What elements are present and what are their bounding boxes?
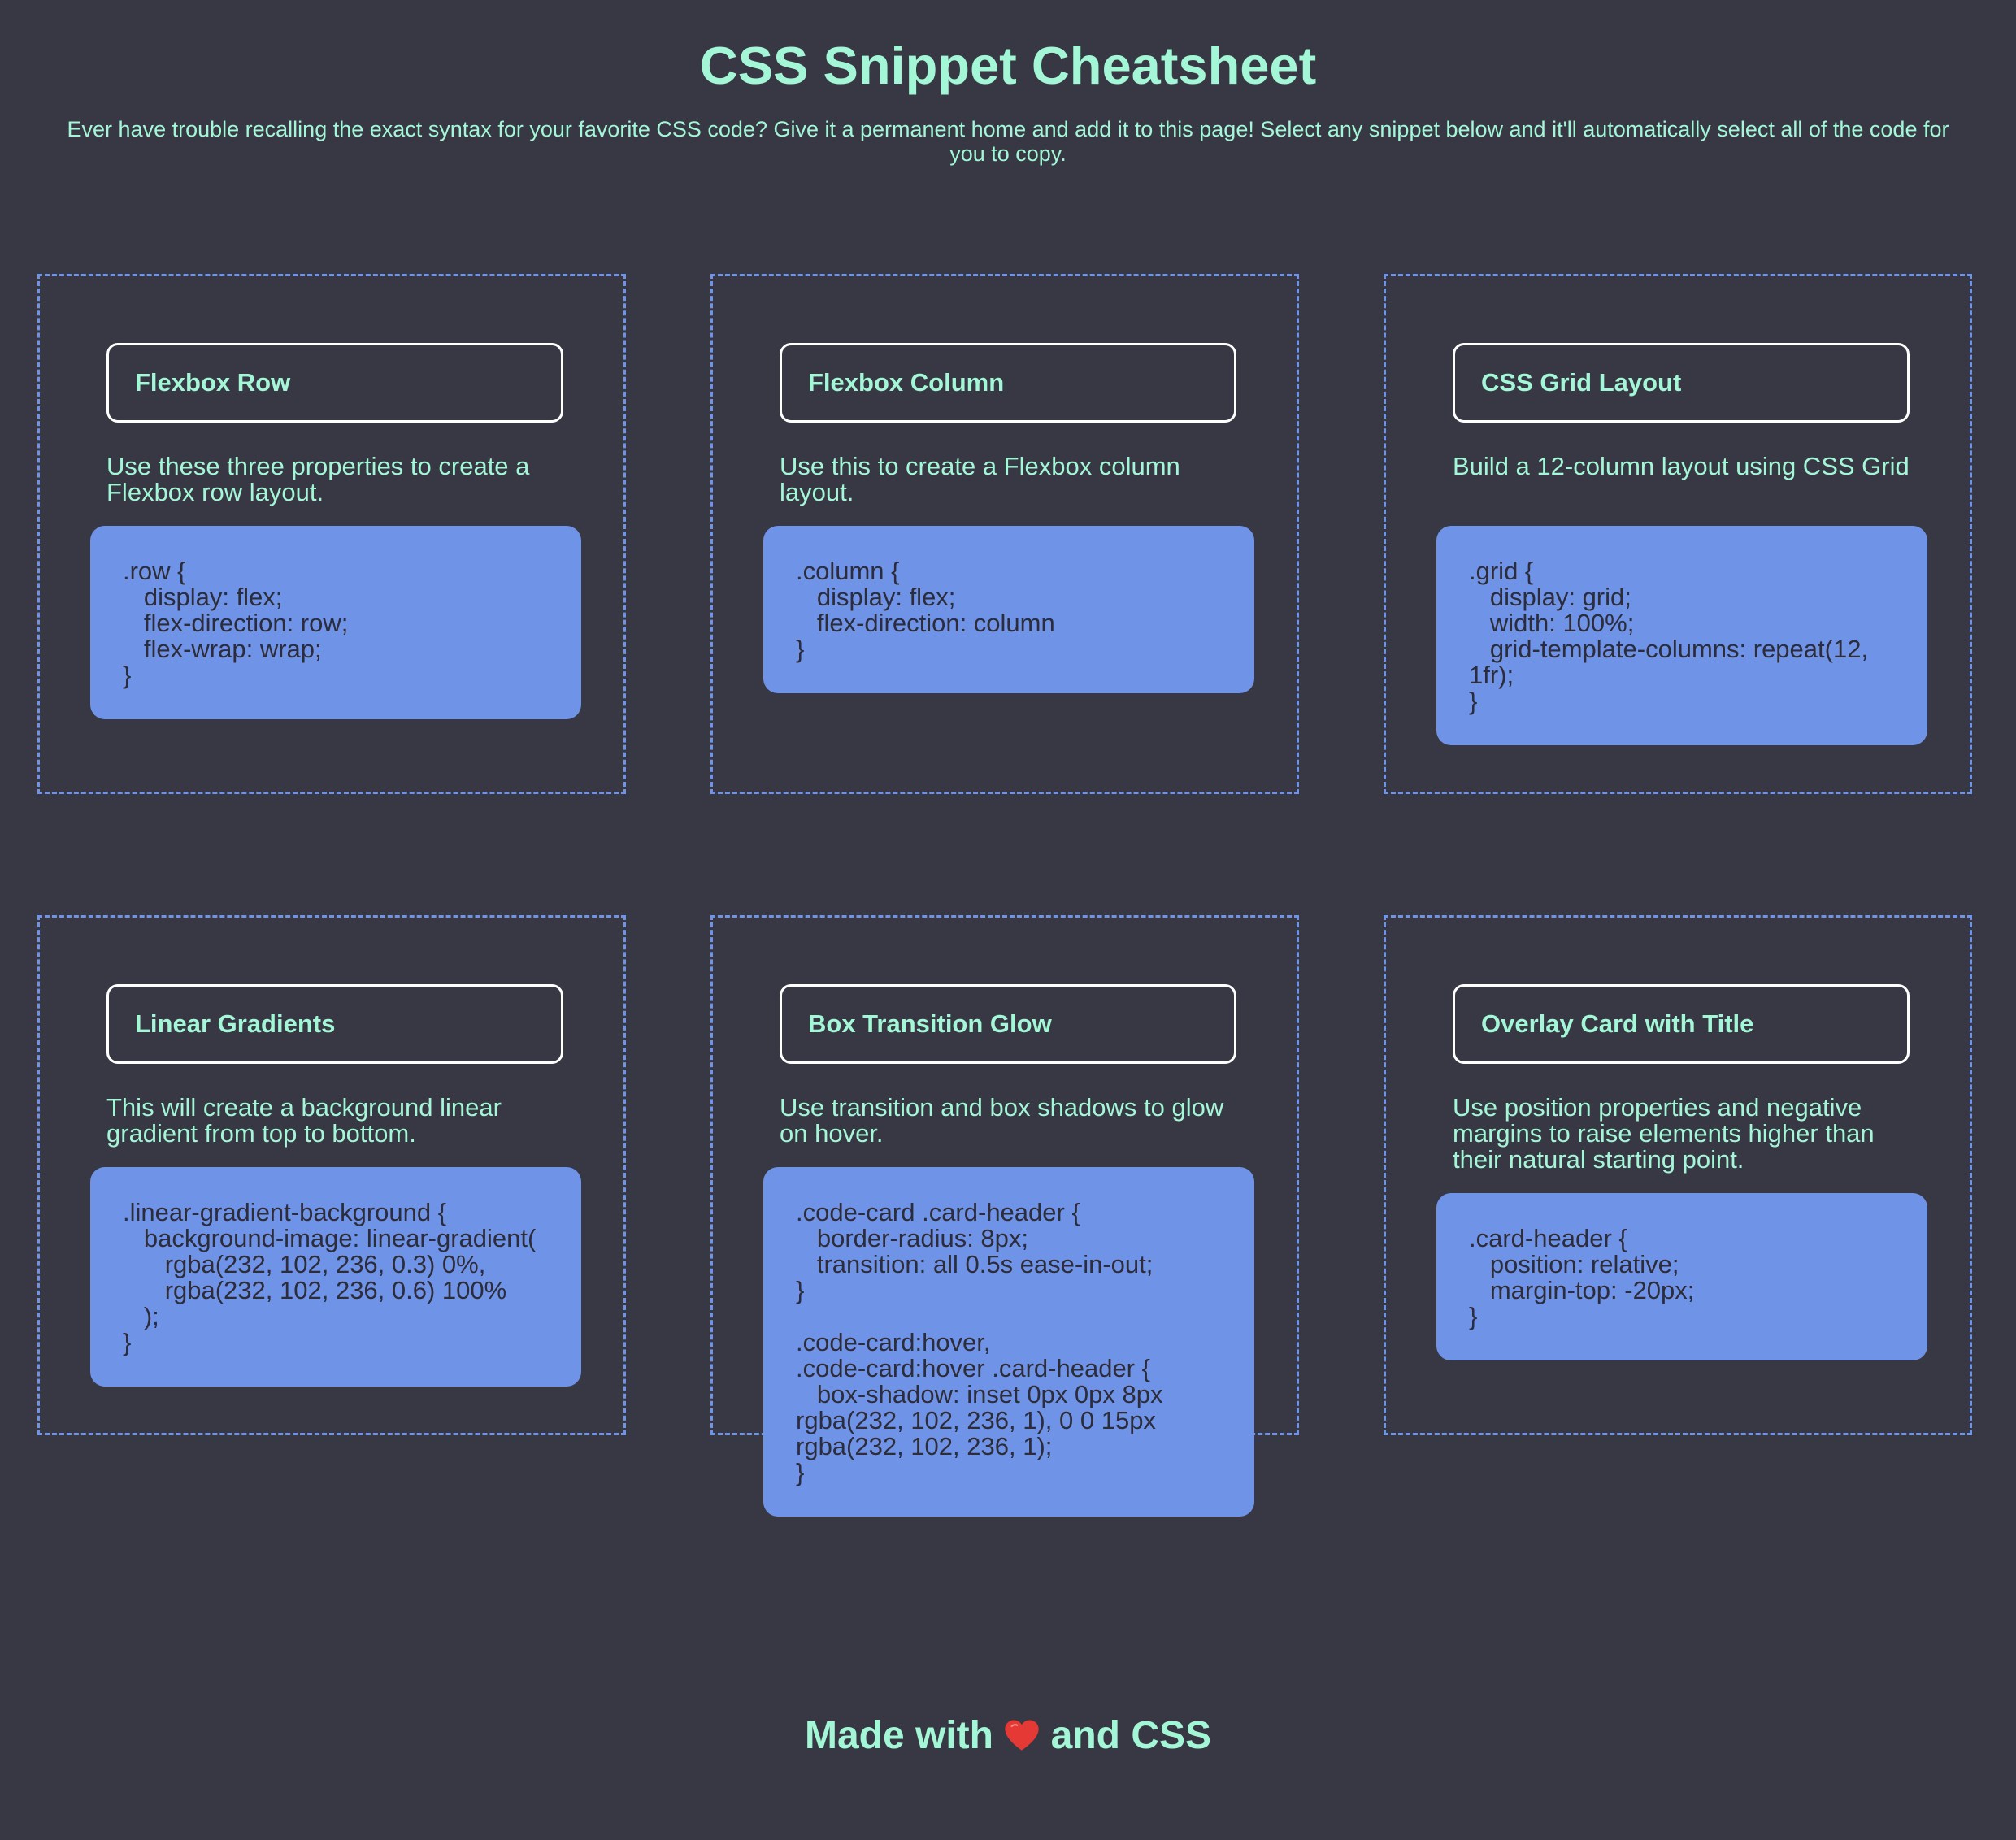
card-header: Linear Gradients [106, 984, 563, 1064]
card-header: CSS Grid Layout [1453, 343, 1910, 423]
snippet-card-linear-gradients: Linear Gradients This will create a back… [37, 915, 626, 1435]
code-snippet[interactable]: .column { display: flex; flex-direction:… [763, 526, 1254, 693]
code-snippet[interactable]: .card-header { position: relative; margi… [1436, 1193, 1927, 1360]
footer-text-before: Made with [804, 1714, 993, 1757]
card-description: Use these three properties to create a F… [106, 452, 530, 506]
snippet-card-flexbox-column: Flexbox Column Use this to create a Flex… [710, 274, 1299, 794]
card-header: Overlay Card with Title [1453, 984, 1910, 1064]
code-snippet[interactable]: .code-card .card-header { border-radius:… [763, 1167, 1254, 1517]
card-description: Use transition and box shadows to glow o… [780, 1093, 1224, 1148]
card-description: This will create a background linear gra… [106, 1093, 502, 1148]
card-header: Box Transition Glow [780, 984, 1236, 1064]
code-snippet[interactable]: .linear-gradient-background { background… [90, 1167, 581, 1387]
card-description: Use this to create a Flexbox column layo… [780, 452, 1180, 506]
code-snippet[interactable]: .grid { display: grid; width: 100%; grid… [1436, 526, 1927, 745]
footer-text-after: and CSS [1050, 1714, 1212, 1757]
snippet-card-flexbox-row: Flexbox Row Use these three properties t… [37, 274, 626, 794]
snippet-card-box-transition-glow: Box Transition Glow Use transition and b… [710, 915, 1299, 1517]
footer: Made with and CSS [0, 1707, 2016, 1765]
code-snippet[interactable]: .row { display: flex; flex-direction: ro… [90, 526, 581, 719]
page-subtitle: Ever have trouble recalling the exact sy… [67, 117, 1949, 166]
card-header: Flexbox Column [780, 343, 1236, 423]
snippet-card-overlay-card-with-title: Overlay Card with Title Use position pro… [1384, 915, 1972, 1435]
heart-icon [1004, 1710, 1040, 1751]
card-description: Use position properties and negative mar… [1453, 1093, 1875, 1174]
card-header: Flexbox Row [106, 343, 563, 423]
page-title: CSS Snippet Cheatsheet [699, 36, 1317, 95]
card-description: Build a 12-column layout using CSS Grid [1453, 452, 1910, 480]
snippet-card-css-grid-layout: CSS Grid Layout Build a 12-column layout… [1384, 274, 1972, 794]
